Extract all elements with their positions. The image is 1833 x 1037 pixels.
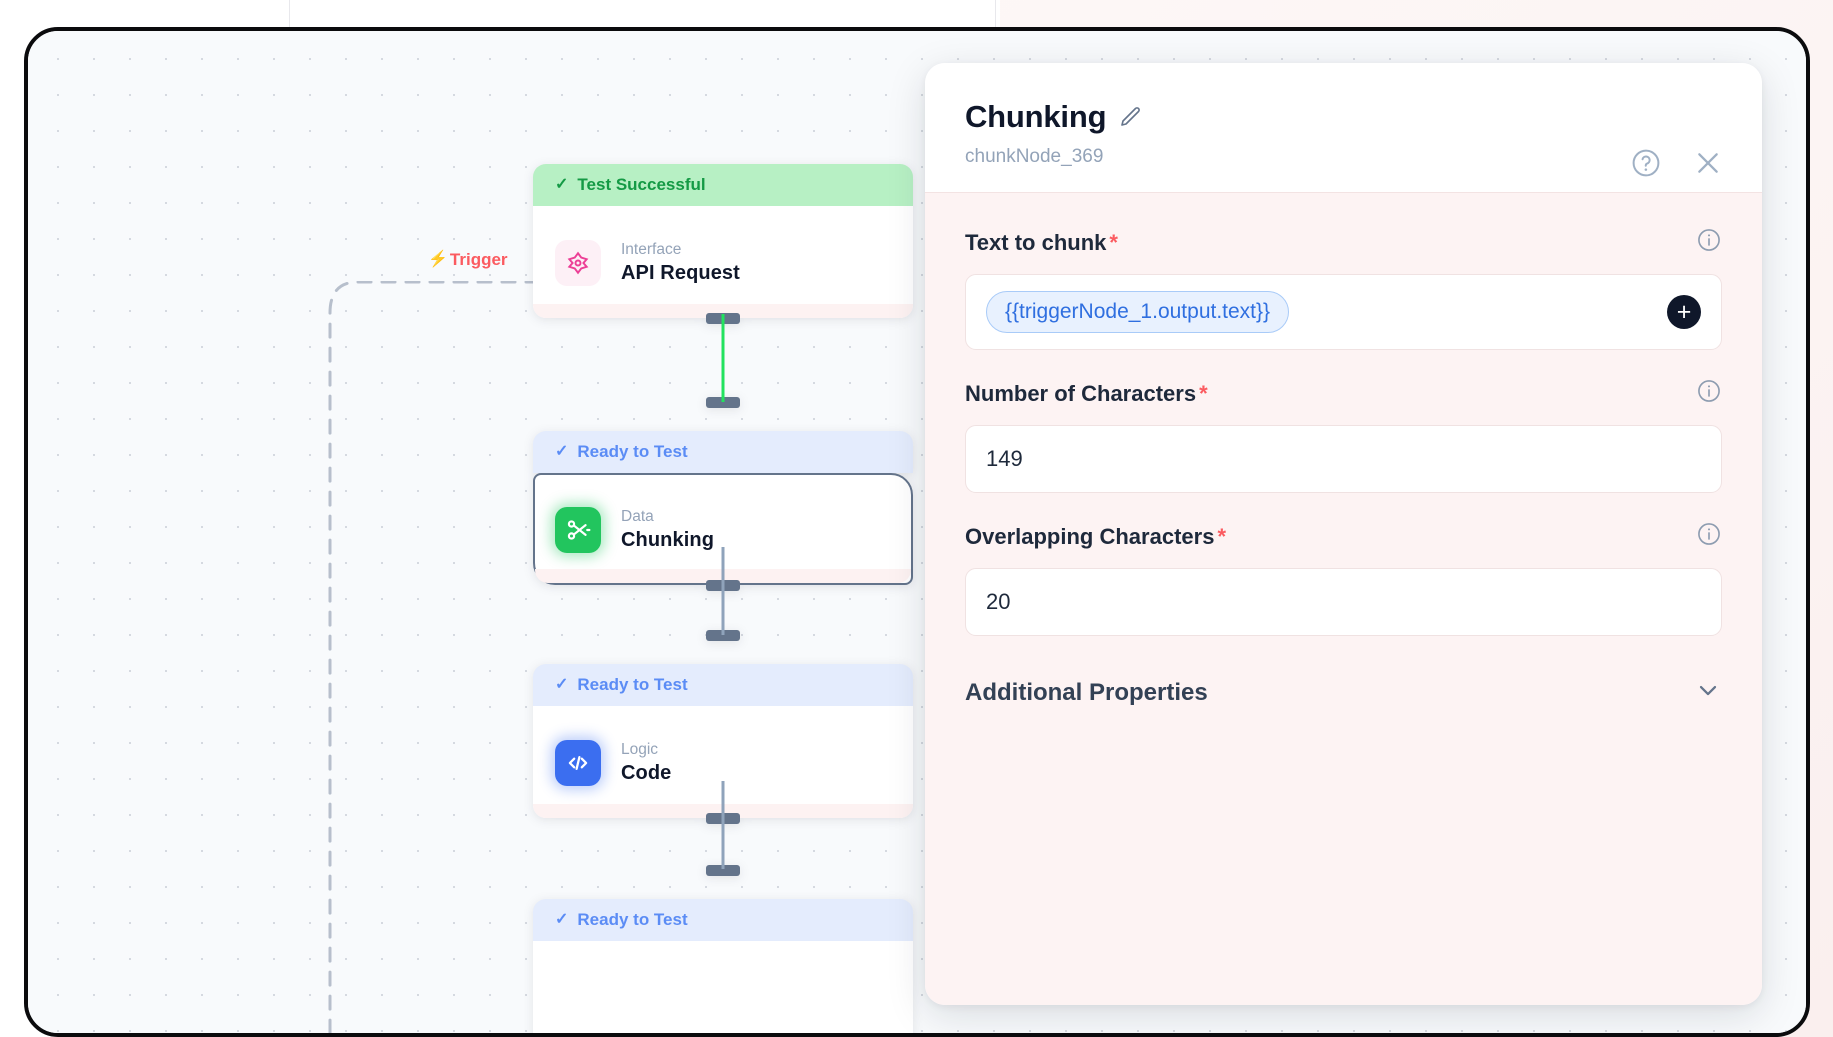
field-label: Number of Characters* — [965, 381, 1208, 407]
node-status-text: Ready to Test — [577, 675, 688, 694]
node-kind-label: Data — [621, 508, 654, 525]
required-marker: * — [1109, 229, 1118, 255]
node-title-label: Chunking — [621, 529, 715, 551]
field-label-row: Text to chunk* — [965, 227, 1722, 258]
close-icon[interactable] — [1692, 147, 1724, 179]
field-label-text: Text to chunk — [965, 229, 1107, 255]
page-title: Chunking — [965, 99, 1107, 134]
node-status-text: Ready to Test — [577, 442, 688, 461]
required-marker: * — [1217, 523, 1226, 549]
node-status-badge: ✓ Ready to Test — [533, 431, 913, 473]
field-label-row: Number of Characters* — [965, 378, 1722, 409]
node-text: Logic Code — [621, 741, 671, 785]
background-divider-2 — [995, 0, 996, 30]
info-icon[interactable] — [1696, 378, 1722, 409]
help-circle-icon[interactable] — [1630, 147, 1662, 179]
trigger-edge — [328, 281, 563, 1033]
field-text-to-chunk: Text to chunk* {{triggerNode_1.output.te… — [965, 227, 1722, 350]
info-icon[interactable] — [1696, 227, 1722, 258]
text-to-chunk-input[interactable]: {{triggerNode_1.output.text}} + — [965, 274, 1722, 350]
node-status-badge: ✓ Ready to Test — [533, 899, 913, 941]
node-kind-label: Interface — [621, 241, 682, 258]
accordion-label: Additional Properties — [965, 678, 1208, 706]
pencil-icon[interactable] — [1118, 105, 1142, 129]
panel-subtitle: chunkNode_369 — [965, 146, 1104, 167]
field-label: Overlapping Characters* — [965, 524, 1226, 550]
field-label-row: Overlapping Characters* — [965, 521, 1722, 552]
node-body[interactable]: Interface API Request — [533, 206, 913, 318]
app-viewport: ⚡ Trigger ✓ Test Successful — [24, 27, 1810, 1037]
field-label: Text to chunk* — [965, 230, 1118, 256]
field-label-text: Overlapping Characters — [965, 523, 1215, 549]
field-overlapping-characters: Overlapping Characters* 20 — [965, 521, 1722, 636]
check-icon: ✓ — [555, 676, 569, 693]
additional-properties-accordion[interactable]: Additional Properties — [965, 676, 1722, 709]
info-icon[interactable] — [1696, 521, 1722, 552]
background-divider-1 — [289, 0, 290, 30]
variable-token-chip[interactable]: {{triggerNode_1.output.text}} — [986, 291, 1290, 333]
node-status-text: Ready to Test — [577, 910, 688, 929]
panel-body: Text to chunk* {{triggerNode_1.output.te… — [925, 192, 1762, 1005]
node-title-label: Code — [621, 762, 672, 784]
edge-code-to-next — [721, 781, 725, 869]
panel-header: Chunking chunkNode_369 — [925, 63, 1762, 192]
node-input-handle[interactable] — [706, 630, 740, 641]
workflow-node-code[interactable]: ✓ Ready to Test Logic Code — [533, 630, 913, 824]
node-input-handle[interactable] — [706, 865, 740, 876]
field-label-text: Number of Characters — [965, 380, 1197, 406]
node-status-text: Test Successful — [577, 175, 706, 194]
api-request-icon — [555, 240, 601, 286]
trigger-label-text: Trigger — [449, 250, 508, 269]
check-icon: ✓ — [555, 911, 569, 928]
plus-icon[interactable]: + — [1667, 295, 1701, 329]
node-body[interactable] — [533, 941, 913, 1033]
node-title-label: API Request — [621, 262, 740, 284]
number-of-characters-input[interactable]: 149 — [965, 425, 1722, 493]
check-icon: ✓ — [555, 176, 569, 193]
node-status-badge: ✓ Test Successful — [533, 164, 913, 206]
node-text: Data Chunking — [621, 508, 714, 552]
node-kind-label: Logic — [621, 741, 659, 758]
edge-chunking-to-code — [721, 547, 725, 635]
scissors-icon — [555, 507, 601, 553]
trigger-label: ⚡ Trigger — [428, 250, 508, 270]
chevron-down-icon[interactable] — [1694, 676, 1722, 709]
node-text: Interface API Request — [621, 241, 740, 285]
node-body[interactable]: Logic Code — [533, 706, 913, 818]
field-number-of-characters: Number of Characters* 149 — [965, 378, 1722, 493]
panel-header-actions — [1630, 147, 1724, 179]
workflow-node-next[interactable]: ✓ Ready to Test — [533, 865, 913, 1033]
code-brackets-icon — [555, 740, 601, 786]
overlapping-characters-input[interactable]: 20 — [965, 568, 1722, 636]
lightning-bolt-icon: ⚡ — [428, 251, 448, 268]
required-marker: * — [1199, 380, 1208, 406]
node-input-handle[interactable] — [706, 397, 740, 408]
edge-api-to-chunking — [721, 314, 725, 402]
node-properties-panel: Chunking chunkNode_369 — [925, 63, 1762, 1005]
node-status-badge: ✓ Ready to Test — [533, 664, 913, 706]
panel-title-row: Chunking — [965, 99, 1722, 135]
check-icon: ✓ — [555, 443, 569, 460]
workflow-node-api-request[interactable]: ✓ Test Successful Interface API Request — [533, 164, 913, 324]
